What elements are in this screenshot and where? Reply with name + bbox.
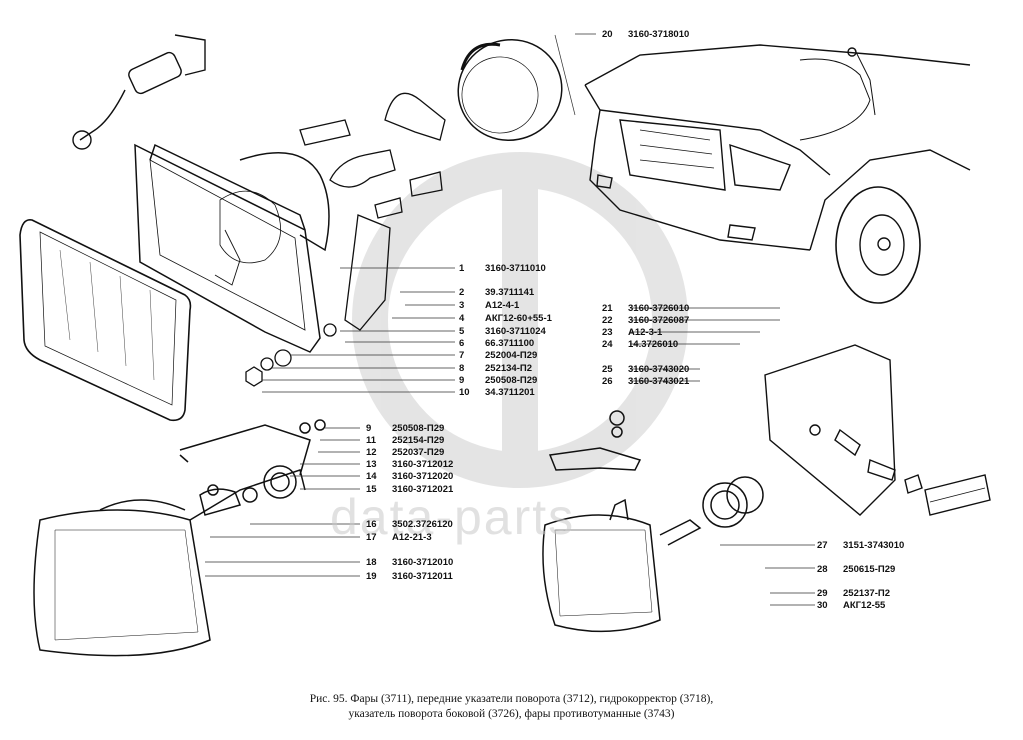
figure-caption-line1: Рис. 95. Фары (3711), передние указатели… <box>309 693 714 705</box>
turn-signal-lamp <box>33 419 326 657</box>
side-repeater <box>764 344 991 516</box>
reflector-bowl <box>457 39 563 141</box>
washers-nuts <box>245 323 337 387</box>
headlamp-lens <box>19 218 192 422</box>
bulb-parts <box>299 92 446 331</box>
figure-caption-line2: указатель поворота боковой (3726), фары … <box>348 708 675 720</box>
headlamp-connector <box>72 34 206 150</box>
watermark-text: data-parts <box>330 489 576 545</box>
leader-lines <box>205 33 815 606</box>
fog-lamp <box>542 410 764 633</box>
vehicle-front <box>584 44 971 304</box>
headlamp-housing <box>134 143 330 353</box>
